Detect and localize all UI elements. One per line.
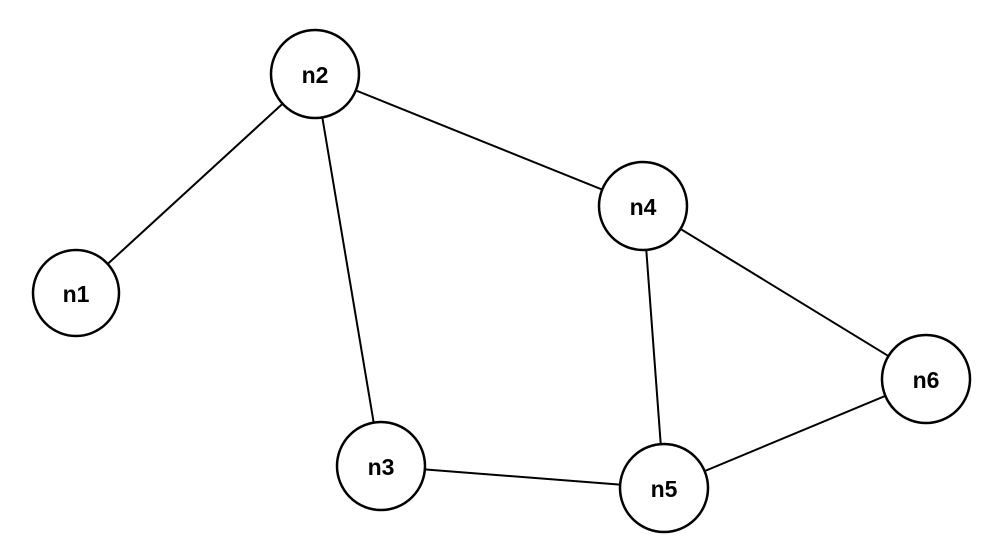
edge-n4-n5 bbox=[642, 205, 665, 489]
node-label-n3: n3 bbox=[368, 454, 395, 480]
node-label-n6: n6 bbox=[913, 367, 940, 393]
edge-n2-n4 bbox=[314, 73, 644, 207]
node-label-n1: n1 bbox=[63, 281, 90, 307]
node-n5: n5 bbox=[618, 442, 710, 534]
node-label-n4: n4 bbox=[630, 194, 657, 220]
node-circle-n4 bbox=[597, 160, 689, 252]
node-circle-n2 bbox=[269, 28, 361, 120]
node-label-n2: n2 bbox=[302, 62, 329, 88]
node-n1: n1 bbox=[31, 248, 121, 338]
node-circle-n5 bbox=[618, 442, 710, 534]
edge-n4-n6 bbox=[642, 205, 927, 380]
edge-n3-n5 bbox=[380, 465, 665, 489]
node-circle-n1 bbox=[31, 248, 121, 338]
nodes-layer: n1 n2 n3 n4 n5 n6 bbox=[31, 28, 972, 534]
node-n6: n6 bbox=[880, 333, 972, 425]
node-circle-n6 bbox=[880, 333, 972, 425]
node-label-n5: n5 bbox=[651, 476, 678, 502]
node-circle-n3 bbox=[335, 420, 427, 512]
edge-n1-n2 bbox=[75, 73, 316, 294]
edges-layer bbox=[75, 73, 927, 489]
edge-n5-n6 bbox=[663, 378, 927, 489]
node-n4: n4 bbox=[597, 160, 689, 252]
node-n3: n3 bbox=[335, 420, 427, 512]
edge-n2-n3 bbox=[314, 73, 382, 467]
node-n2: n2 bbox=[269, 28, 361, 120]
